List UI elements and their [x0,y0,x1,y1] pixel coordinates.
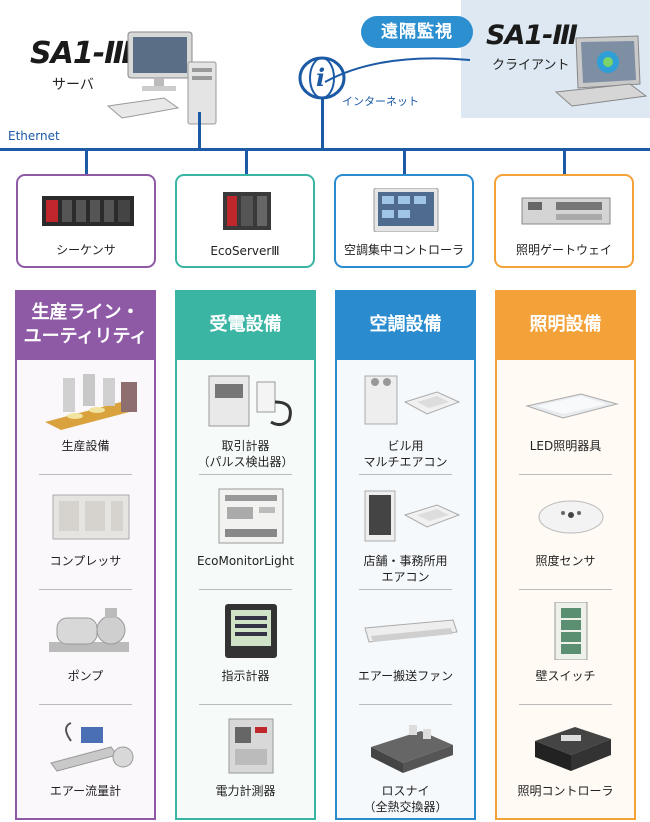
controller-label: EcoServerⅢ [210,244,280,258]
air-curtain-fan-icon [364,619,458,643]
column-title: 空調設備 [335,290,476,360]
divider [199,474,292,475]
internet-label: インターネット [342,95,419,108]
internet-arc [324,57,471,83]
svg-text:i: i [316,63,325,92]
controller-label: 照明ゲートウェイ [515,243,612,257]
laptop-icon [554,35,648,107]
lighting-gateway-icon [521,197,611,225]
divider [199,704,292,705]
item-label: 照度センサ [535,554,596,568]
item-store-office-ac[interactable]: 店舗・事務所用エアコン [345,475,466,589]
lossnay-icon [371,725,453,773]
item-lighting-controller[interactable]: 照明コントローラ [505,705,626,819]
item-building-multi-ac[interactable]: ビル用マルチエアコン [345,360,466,474]
divider [519,704,612,705]
controller-hvac-central[interactable]: 空調集中コントローラ [334,174,474,268]
column-hvac: 空調設備 ビル用マルチエアコン 店舗・事務所用エアコン [335,290,476,820]
ecoserver-icon [223,192,271,230]
controller-sequencer[interactable]: シーケンサ [16,174,156,268]
item-label: 壁スイッチ [535,669,596,683]
drop-3 [403,150,406,175]
divider [39,589,132,590]
server-link [198,112,201,150]
item-label: エアー搬送ファン [357,669,454,683]
remote-monitoring-badge: 遠隔監視 [361,16,473,48]
item-label: EcoMonitorLight [196,554,295,568]
item-label: 指示計器 [221,669,270,683]
item-label: 店舗・事務所用エアコン [363,554,448,585]
item-label: ロスナイ（全熱交換器） [363,784,448,815]
item-label: 生産設備 [61,439,110,453]
divider [359,704,452,705]
divider [39,474,132,475]
column-title: 照明設備 [495,290,636,360]
column-title: 受電設備 [175,290,316,360]
item-illuminance-sensor[interactable]: 照度センサ [505,475,626,589]
store-office-ac-icon [364,490,461,542]
drop-2 [245,150,248,175]
item-ecomonitorlight[interactable]: EcoMonitorLight [185,475,306,589]
transaction-meter-icon [208,375,292,427]
hvac-controller-icon [373,188,439,232]
controller-label: 空調集中コントローラ [343,243,464,257]
column-production: 生産ライン・ユーティリティ 生産設備 コンプレッサ [15,290,156,820]
production-equipment-icon [45,374,137,430]
indicator-meter-icon [225,604,277,658]
client-logo: SA1-Ⅲ [486,20,578,51]
divider [519,589,612,590]
controller-label: シーケンサ [56,243,116,257]
ethernet-label: Ethernet [8,129,60,143]
item-label: 電力計測器 [215,784,276,798]
item-label: LED照明器具 [529,439,602,453]
drop-4 [563,150,566,175]
item-compressor[interactable]: コンプレッサ [25,475,146,589]
server-computer-icon [106,31,217,125]
air-flow-meter-icon [50,722,134,772]
controller-lighting-gateway[interactable]: 照明ゲートウェイ [494,174,634,268]
divider [39,704,132,705]
item-power-measuring[interactable]: 電力計測器 [185,705,306,819]
divider [359,474,452,475]
item-wall-switch[interactable]: 壁スイッチ [505,590,626,704]
item-label: 照明コントローラ [517,784,614,798]
column-lighting: 照明設備 LED照明器具 照度センサ [495,290,636,820]
item-lossnay[interactable]: ロスナイ（全熱交換器） [345,705,466,819]
building-multi-ac-icon [364,375,461,425]
divider [199,589,292,590]
item-pump[interactable]: ポンプ [25,590,146,704]
power-measuring-icon [228,718,274,774]
column-power-receiving: 受電設備 取引計器（パルス検出器） EcoMonitorLight [175,290,316,820]
client-label: クライアント [492,58,570,73]
lighting-controller-icon [535,727,611,771]
server-label: サーバ [52,77,94,93]
divider [519,474,612,475]
led-lighting-icon [525,393,619,419]
drop-1 [85,150,88,175]
wall-switch-icon [554,602,588,660]
item-label: ビル用マルチエアコン [363,439,448,470]
item-transaction-meter[interactable]: 取引計器（パルス検出器） [185,360,306,474]
item-led-lighting[interactable]: LED照明器具 [505,360,626,474]
item-label: コンプレッサ [49,554,122,568]
item-production-equipment[interactable]: 生産設備 [25,360,146,474]
item-label: ポンプ [67,669,104,683]
pump-icon [49,608,129,652]
controller-ecoserver[interactable]: EcoServerⅢ [175,174,315,268]
sequencer-icon [42,196,134,226]
item-indicator-meter[interactable]: 指示計器 [185,590,306,704]
item-label: エアー流量計 [49,784,122,798]
internet-link [321,98,324,150]
ecomonitorlight-icon [218,488,284,544]
item-label: 取引計器（パルス検出器） [197,439,294,470]
divider [359,589,452,590]
server-logo: SA1-Ⅲ [30,36,133,71]
item-air-flow-meter[interactable]: エアー流量計 [25,705,146,819]
illuminance-sensor-icon [538,500,604,534]
column-title: 生産ライン・ユーティリティ [15,290,156,360]
ethernet-bus [0,148,650,151]
compressor-icon [52,494,130,540]
item-air-curtain-fan[interactable]: エアー搬送ファン [345,590,466,704]
